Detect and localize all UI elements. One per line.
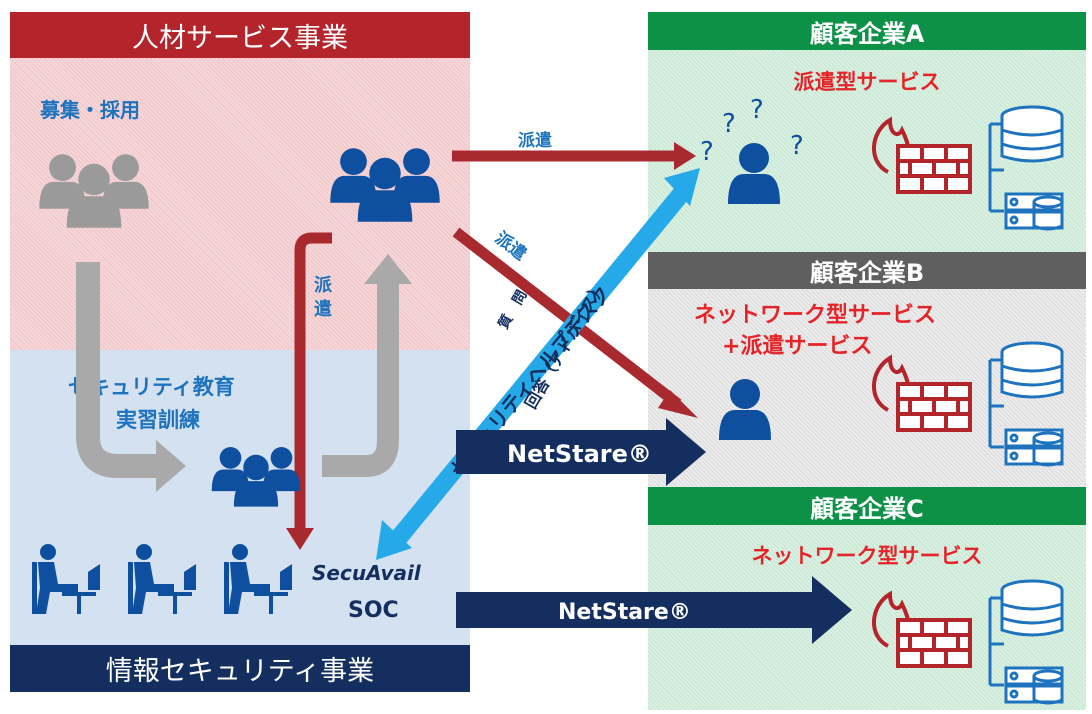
question-mark-icon: ?	[722, 109, 736, 139]
customer-a-person-icon	[728, 143, 780, 204]
jinzai-header: 人材サービス事業	[10, 12, 470, 58]
joho-title: 情報セキュリティ事業	[105, 656, 375, 687]
customer-b-header: 顧客企業B	[648, 252, 1086, 289]
customer-b-service-line1: ネットワーク型サービス	[694, 303, 937, 328]
netstare-b-arrow	[456, 418, 706, 486]
helpdesk-arrowhead-bottom	[376, 520, 412, 560]
training-flow-arrowhead	[156, 440, 186, 492]
dispatch-vertical-arrow	[294, 232, 332, 530]
soc-label: SOC	[348, 598, 399, 623]
dispatch-vertical-arrowhead	[286, 528, 314, 550]
question-mark-icon: ?	[750, 95, 764, 125]
question-mark-icon: ?	[790, 131, 804, 161]
customer-a-service: 派遣型サービス	[793, 70, 941, 94]
soc-operator-icon-1	[32, 544, 100, 614]
secuavail-label: SecuAvail	[312, 561, 421, 585]
training-flow-arrow	[76, 262, 158, 478]
dispatch-b-arrowhead	[658, 390, 698, 418]
netstare-c-label: NetStare®	[558, 600, 691, 625]
dispatch-a-arrowhead	[674, 142, 696, 170]
customer-b-title: 顧客企業B	[809, 259, 925, 287]
customer-c-service: ネットワーク型サービス	[751, 544, 983, 568]
haken-vertical-label: 派遣	[314, 275, 332, 320]
return-flow-arrowhead	[364, 254, 412, 284]
customer-b-service-line2: +派遣サービス	[722, 334, 873, 359]
netstare-b-label: NetStare®	[507, 440, 652, 468]
jinzai-title: 人材サービス事業	[132, 22, 348, 54]
customer-a-title: 顧客企業A	[809, 19, 925, 48]
servers-b-icon	[988, 341, 1064, 467]
dispatch-b-arrow	[452, 227, 682, 409]
boshu-label: 募集・採用	[40, 98, 140, 122]
customer-a-header: 顧客企業A	[648, 12, 1086, 50]
question-label: 質 問	[495, 287, 531, 332]
firewall-c-icon	[871, 592, 972, 668]
return-flow-arrow	[322, 282, 399, 477]
firewall-b-icon	[871, 356, 972, 432]
staff-group-icon	[330, 148, 439, 222]
soc-operator-icon-2	[128, 544, 196, 614]
education-line2: 実習訓練	[116, 408, 200, 432]
soc-operator-icon-3	[224, 544, 292, 614]
helpdesk-arrow	[385, 182, 693, 552]
customer-c-title: 顧客企業C	[810, 494, 924, 523]
trainee-group-icon	[212, 447, 301, 507]
customer-c-header: 顧客企業C	[648, 487, 1086, 525]
joho-header: 情報セキュリティ事業	[10, 645, 470, 692]
servers-c-icon	[988, 579, 1064, 705]
helpdesk-arrowhead-top	[664, 168, 700, 206]
netstare-c-arrow	[456, 576, 852, 644]
customer-b-person-icon	[719, 379, 771, 440]
haken-a-label: 派遣	[518, 130, 552, 151]
candidates-icon	[39, 154, 148, 228]
question-mark-icon: ?	[700, 137, 714, 167]
servers-a-icon	[988, 105, 1064, 231]
firewall-a-icon	[871, 118, 972, 194]
